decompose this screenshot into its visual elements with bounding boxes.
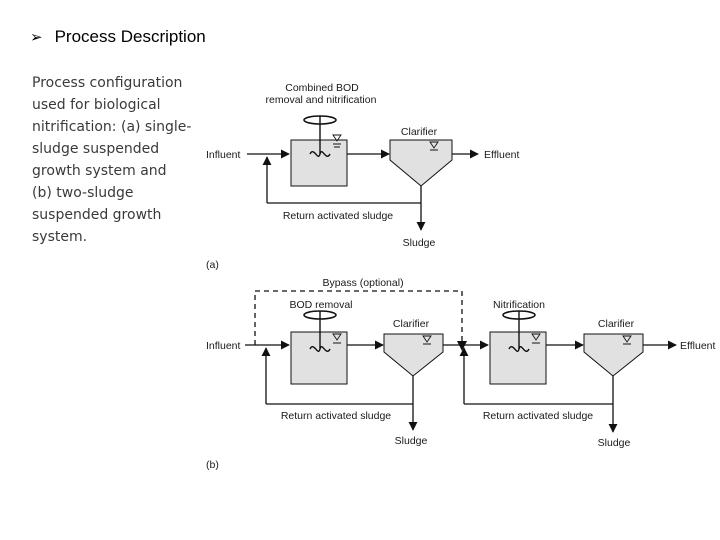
caption-line: suspended growth [32, 207, 162, 223]
water-level-icon [622, 335, 632, 345]
return-b2-label: Return activated sludge [483, 410, 593, 422]
clarifier-b1 [383, 333, 444, 377]
influent-a-label: Influent [206, 149, 241, 161]
water-level-icon [429, 141, 439, 151]
bypass-label: Bypass (optional) [322, 277, 403, 289]
aeration-tank-a [290, 139, 348, 187]
panel-b-label: (b) [206, 459, 219, 471]
caption-line: Process configuration [32, 75, 183, 91]
return-a-label: Return activated sludge [283, 210, 393, 222]
caption-line: used for biological [32, 97, 161, 113]
diagram-b: Bypass (optional) BOD removal Clarifier … [206, 277, 715, 471]
caption-line: nitrification: (a) single- [32, 119, 192, 135]
clarifier-b2 [583, 333, 644, 377]
effluent-a-label: Effluent [484, 149, 519, 161]
water-level-icon [332, 134, 342, 148]
diagram-a: Combined BOD removal and nitrification C… [206, 82, 519, 271]
caption-line: system. [32, 229, 88, 245]
clarifier-b1-label: Clarifier [393, 318, 430, 330]
arrow-bullet-icon: ➢ [30, 28, 43, 46]
caption-line: (b) two-sludge [32, 185, 134, 201]
water-level-icon [332, 333, 342, 344]
tank1-label: BOD removal [289, 299, 352, 311]
effluent-b-label: Effluent [680, 340, 715, 352]
caption-line: growth system and [32, 163, 167, 179]
bypass-arrowhead [457, 341, 467, 351]
return-b1-label: Return activated sludge [281, 410, 391, 422]
sludge-b2-label: Sludge [598, 437, 631, 449]
water-level-icon [422, 335, 432, 345]
sludge-b1-label: Sludge [395, 435, 428, 447]
nitrification-tank [489, 331, 547, 385]
panel-a-label: (a) [206, 259, 219, 271]
tank2-label: Nitrification [493, 299, 545, 311]
tank-a-label-line1: Combined BOD [285, 82, 359, 94]
figure-caption: Process configuration used for biologica… [32, 72, 197, 248]
sludge-a-label: Sludge [403, 237, 436, 249]
clarifier-b2-label: Clarifier [598, 318, 635, 330]
clarifier-a [389, 139, 453, 187]
slide-header: ➢ Process Description [30, 27, 206, 47]
tank-a-label-line2: removal and nitrification [266, 94, 377, 106]
influent-b-label: Influent [206, 340, 241, 352]
clarifier-a-label: Clarifier [401, 126, 438, 138]
water-level-icon [531, 333, 541, 344]
caption-line: sludge suspended [32, 141, 160, 157]
slide-title: Process Description [54, 27, 206, 46]
bypass-line [254, 290, 463, 345]
bod-removal-tank [290, 331, 348, 385]
